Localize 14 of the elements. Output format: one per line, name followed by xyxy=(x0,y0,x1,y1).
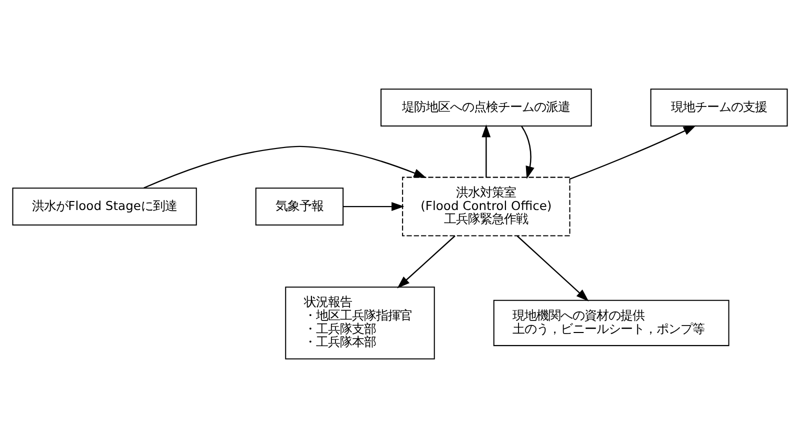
arrow xyxy=(521,126,534,179)
node-box: 気象予報 xyxy=(255,188,344,226)
arrow xyxy=(482,124,491,178)
node-box: 現地チームの支援 xyxy=(650,88,788,127)
arrow xyxy=(144,146,427,189)
node-box: 現地機関への資材の提供 土のう，ビニールシート，ポンプ等 xyxy=(493,300,730,346)
arrow xyxy=(516,235,589,302)
arrow xyxy=(570,125,696,180)
arrow xyxy=(343,202,404,212)
node-box: 状況報告 ・地区工兵隊指揮官 ・工兵隊支部 ・工兵隊本部 xyxy=(285,286,435,360)
node-box: 洪水対策室 (Flood Control Office) 工兵隊緊急作戦 xyxy=(402,176,570,236)
arrow xyxy=(397,235,456,288)
node-box: 堤防地区への点検チームの派遣 xyxy=(380,88,592,127)
node-box: 洪水がFlood Stageに到達 xyxy=(12,188,197,226)
